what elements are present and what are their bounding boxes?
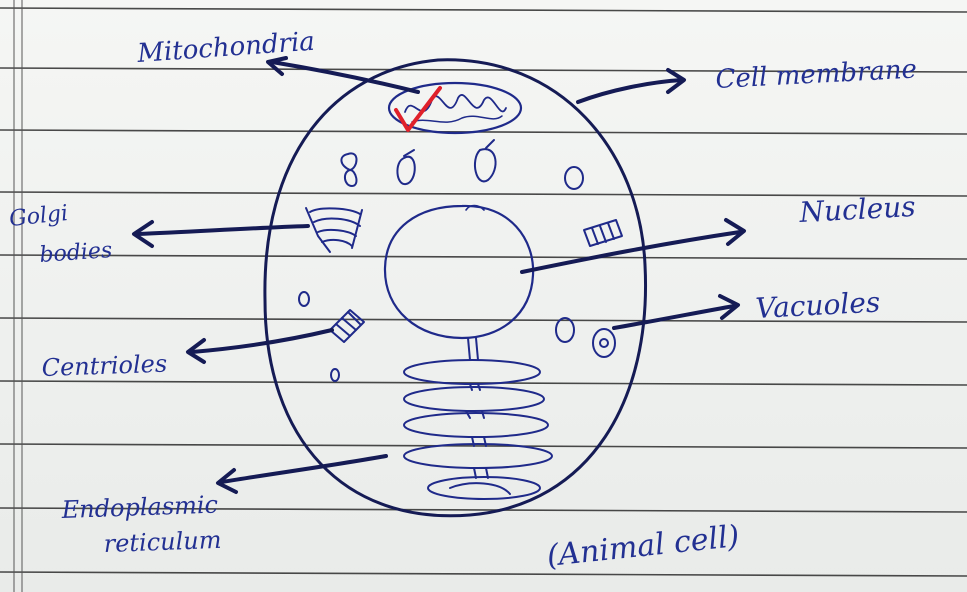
arrow-mitochondria — [270, 60, 420, 94]
label-golgi-line2: bodies — [39, 238, 113, 268]
label-mitochondria: Mitochondria — [135, 27, 315, 69]
label-caption: (Animal cell) — [545, 519, 741, 574]
label-er-line1: Endoplasmic — [60, 491, 218, 524]
cell-membrane-outline — [263, 58, 648, 518]
arrow-cell-membrane — [576, 78, 684, 104]
label-vacuoles: Vacuoles — [755, 286, 881, 325]
arrow-er — [220, 454, 388, 484]
arrow-nucleus — [520, 230, 742, 274]
small-organelles — [298, 139, 616, 382]
label-centrioles: Centrioles — [41, 350, 167, 382]
endoplasmic-reticulum — [403, 337, 553, 500]
label-cell-membrane: Cell membrane — [715, 54, 918, 95]
check-mark-icon — [394, 86, 442, 132]
labels: Mitochondria Cell membrane Golgi bodies … — [8, 27, 918, 574]
striped-organelle — [583, 219, 623, 247]
label-er-line2: reticulum — [103, 526, 222, 558]
nucleus — [383, 204, 535, 340]
golgi-bodies — [305, 207, 363, 253]
label-golgi-line1: Golgi — [8, 201, 69, 232]
arrow-golgi-bodies — [136, 224, 310, 236]
label-arrows — [132, 56, 746, 494]
label-nucleus: Nucleus — [798, 190, 917, 229]
arrow-vacuoles — [612, 304, 736, 330]
centrioles — [329, 309, 365, 343]
arrow-centrioles — [190, 328, 334, 354]
